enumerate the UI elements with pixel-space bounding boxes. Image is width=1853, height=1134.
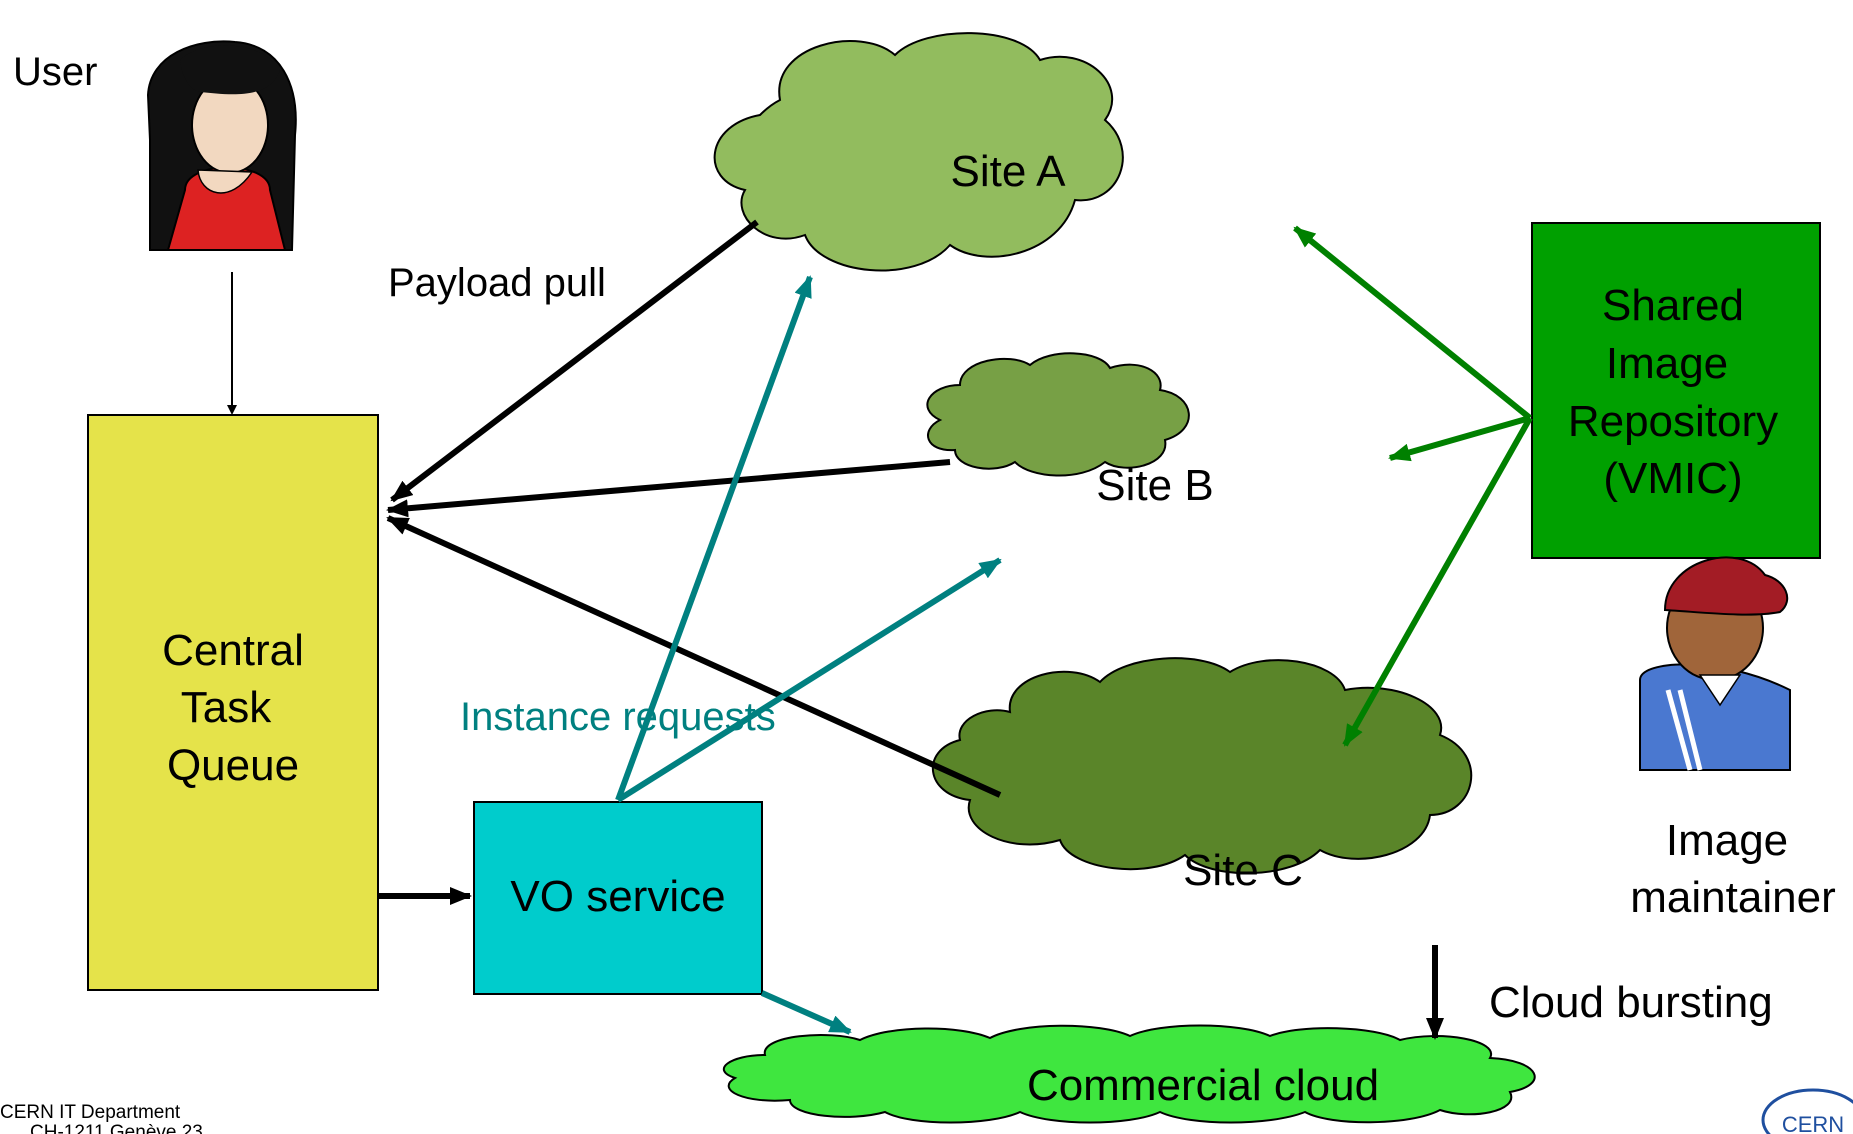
site-b-label: Site B [1096, 461, 1213, 510]
instance-requests-label: Instance requests [460, 695, 776, 739]
payload-pull-label: Payload pull [388, 261, 606, 305]
site-c-cloud [932, 657, 1473, 875]
central-queue-label-2: Task [181, 683, 272, 732]
site-b-cloud [926, 352, 1190, 477]
repository-label-4: (VMIC) [1603, 454, 1742, 503]
cern-logo: CERN [1761, 1088, 1853, 1134]
repo-to-site-c-arrow [1342, 416, 1533, 747]
repo-to-site-a-arrow [1293, 225, 1532, 421]
site-a-cloud [713, 32, 1124, 272]
image-maintainer-label-1: Image [1666, 816, 1788, 865]
repository-label-3: Repository [1568, 397, 1778, 446]
user-icon [146, 40, 297, 251]
commercial-cloud-label: Commercial cloud [1027, 1061, 1379, 1110]
vo-service-box [473, 801, 763, 995]
central-queue-label-1: Central [162, 626, 304, 675]
vo-to-commercial-arrow [760, 990, 852, 1035]
footer-line-2: CH-1211 Genève 23 [30, 1122, 203, 1134]
repository-label-1: Shared [1602, 281, 1744, 330]
repository-label-2: Image [1606, 339, 1728, 388]
cloud-bursting-label: Cloud bursting [1489, 978, 1773, 1027]
cern-logo-text: CERN [1782, 1112, 1844, 1134]
vo-service-label: VO service [510, 872, 725, 921]
central-task-queue-box [87, 414, 379, 991]
user-label: User [13, 50, 97, 94]
site-c-label: Site C [1183, 846, 1303, 895]
site-a-payload-arrow [390, 219, 759, 503]
vo-to-site-a-arrow [615, 275, 813, 802]
repo-to-site-b-arrow [1388, 415, 1531, 462]
image-maintainer-label-2: maintainer [1630, 873, 1835, 922]
site-a-label: Site A [951, 147, 1067, 196]
vo-to-site-b-arrow [616, 557, 1002, 803]
site-c-payload-arrow [386, 515, 1002, 798]
central-queue-label-3: Queue [167, 741, 299, 790]
image-maintainer-icon [1639, 556, 1791, 771]
commercial-cloud [722, 1024, 1536, 1124]
site-b-payload-arrow [386, 459, 951, 518]
footer-line-1: CERN IT Department [0, 1102, 181, 1123]
shared-image-repository-box [1531, 222, 1821, 559]
